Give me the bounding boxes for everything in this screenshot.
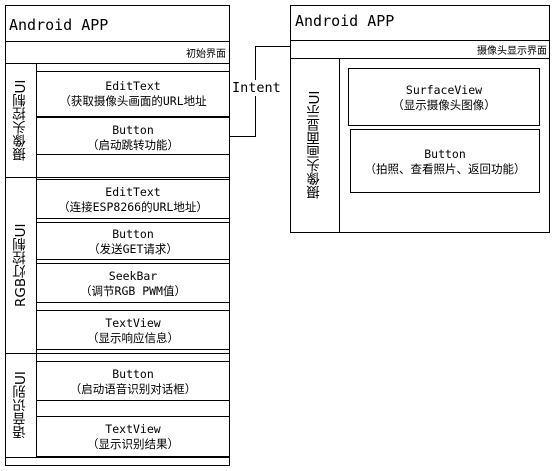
camera-url-edittext[interactable]: EditText （获取摄像头画面的URL地址: [36, 71, 230, 117]
section-label-camera-display: 摄像头画面显示UI: [307, 90, 323, 200]
right-screen-divider: [291, 58, 549, 59]
send-get-button[interactable]: Button （发送GET请求）: [36, 222, 230, 260]
widget-type: SurfaceView: [405, 83, 483, 97]
widget-desc: （调节RGB PWM值）: [80, 284, 186, 298]
section-label-voice-recognition: 语音识别UI: [13, 371, 29, 439]
widget-desc: （显示响应信息）: [87, 331, 179, 345]
left-bottom-divider: [6, 457, 229, 458]
widget-desc: （启动跳转功能）: [87, 138, 179, 152]
start-jump-button[interactable]: Button （启动跳转功能）: [36, 117, 230, 155]
widget-desc: （获取摄像头画面的URL地址: [59, 94, 207, 108]
response-info-textview: TextView （显示响应信息）: [36, 310, 230, 350]
right-label-column-divider: [339, 58, 340, 232]
widget-desc: （拍照、查看照片、返回功能）: [364, 162, 526, 176]
widget-type: Button: [112, 367, 154, 381]
right-screen-label: 摄像头显示界面: [477, 46, 547, 57]
connector-line-top: [255, 46, 291, 47]
right-app-title: Android APP: [295, 12, 395, 30]
widget-type: TextView: [105, 422, 161, 436]
widget-desc: （发送GET请求）: [88, 242, 178, 256]
start-voice-dialog-button[interactable]: Button （启动语音识别对话框）: [36, 361, 230, 401]
camera-surfaceview: SurfaceView （显示摄像头图像）: [348, 68, 540, 126]
widget-type: Button: [112, 227, 154, 241]
section-divider-2: [6, 353, 229, 354]
connector-line-left: [230, 136, 255, 137]
widget-type: Button: [424, 147, 466, 161]
left-app-panel: Android APP 初始界面 摄像头控制UI RGB灯控制UI 语音识别UI…: [5, 5, 230, 466]
intent-label: Intent: [231, 80, 282, 96]
left-title-divider: [6, 41, 229, 42]
recognition-result-textview: TextView （显示识别结果）: [36, 416, 230, 457]
rgb-pwm-seekbar[interactable]: SeekBar （调节RGB PWM值）: [36, 263, 230, 303]
section-label-rgb-control: RGB灯控制UI: [13, 223, 29, 307]
widget-desc: （显示识别结果）: [87, 437, 179, 451]
widget-desc: （显示摄像头图像）: [392, 98, 496, 112]
left-screen-divider: [6, 63, 229, 64]
widget-desc: （启动语音识别对话框）: [69, 382, 197, 396]
section-divider-1: [6, 177, 229, 178]
right-title-divider: [291, 40, 549, 41]
esp8266-url-edittext[interactable]: EditText （连接ESP8266的URL地址）: [36, 179, 230, 219]
left-label-column-divider: [36, 63, 37, 457]
widget-type: Button: [112, 123, 154, 137]
widget-type: EditText: [105, 185, 161, 199]
photo-view-back-button[interactable]: Button （拍照、查看照片、返回功能）: [350, 129, 540, 193]
widget-type: EditText: [105, 79, 161, 93]
left-screen-label: 初始界面: [186, 49, 226, 60]
right-app-panel: Android APP 摄像头显示界面 摄像头画面显示UI SurfaceVie…: [290, 5, 550, 233]
left-app-title: Android APP: [9, 16, 109, 34]
widget-type: SeekBar: [108, 269, 158, 283]
widget-type: TextView: [105, 316, 161, 330]
section-label-camera-control: 摄像头控制UI: [13, 79, 29, 161]
widget-desc: （连接ESP8266的URL地址）: [58, 200, 208, 214]
